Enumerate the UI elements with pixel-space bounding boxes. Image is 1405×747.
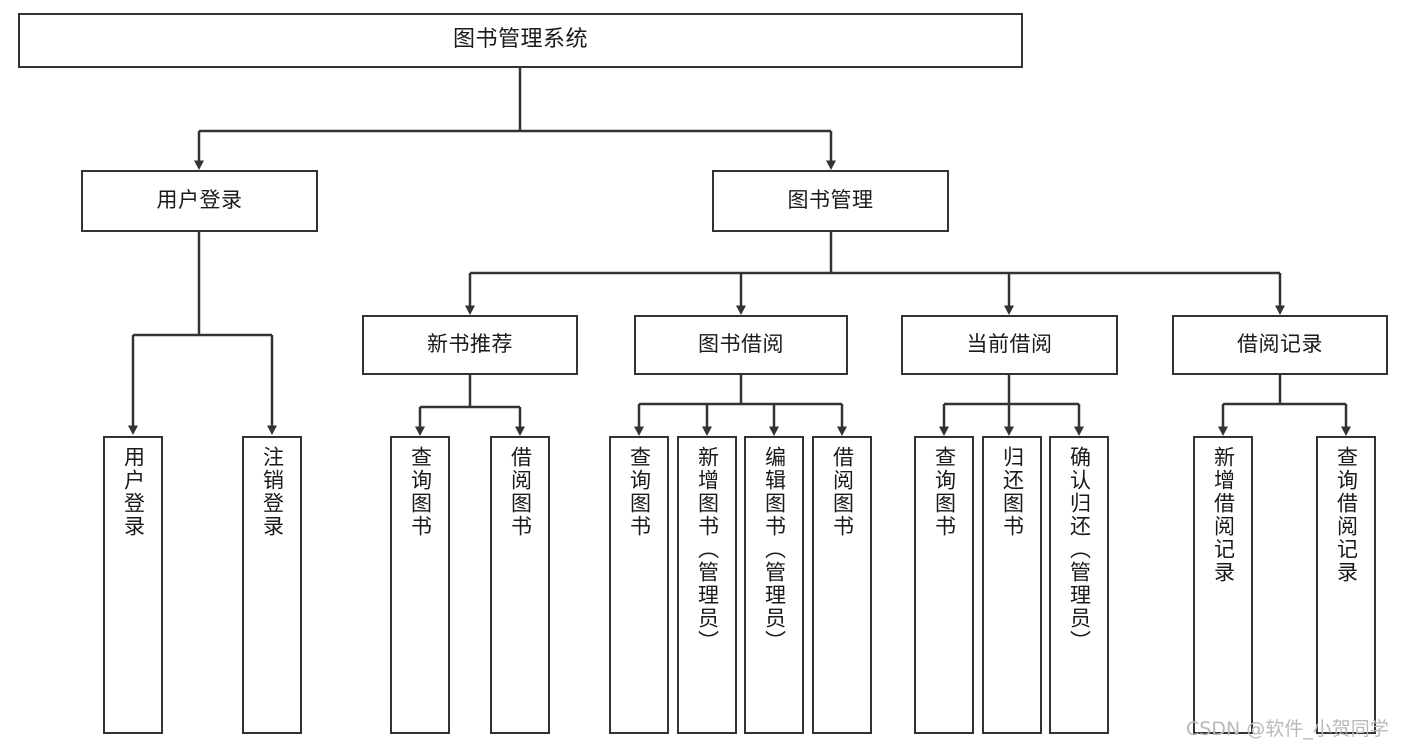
node-label: 图书借阅 — [698, 332, 784, 357]
node-label: 借阅图书 — [508, 446, 533, 538]
node-label: 图书管理 — [787, 188, 874, 213]
node-user-login[interactable]: 用户登录 — [81, 170, 318, 232]
node-label: 注销登录 — [260, 446, 285, 538]
node-new-book-recommendation[interactable]: 新书推荐 — [362, 315, 578, 375]
node-label: 用户登录 — [156, 188, 243, 213]
leaf-current-return-book[interactable]: 归还图书 — [982, 436, 1042, 734]
leaf-new-book-query-book[interactable]: 查询图书 — [390, 436, 450, 734]
node-current-borrowing[interactable]: 当前借阅 — [901, 315, 1118, 375]
leaf-borrow-edit-book-admin[interactable]: 编辑图书（管理员） — [744, 436, 804, 734]
leaf-borrow-lend-book[interactable]: 借阅图书 — [812, 436, 872, 734]
node-label: 查询图书 — [932, 446, 957, 538]
node-root-book-management-system[interactable]: 图书管理系统 — [18, 13, 1023, 68]
leaf-record-query-borrow-record[interactable]: 查询借阅记录 — [1316, 436, 1376, 734]
node-label: 新增图书（管理员） — [695, 446, 720, 653]
leaf-current-confirm-return-admin[interactable]: 确认归还（管理员） — [1049, 436, 1109, 734]
node-label: 借阅记录 — [1237, 332, 1323, 357]
node-label: 编辑图书（管理员） — [762, 446, 787, 653]
leaf-user-logout[interactable]: 注销登录 — [242, 436, 302, 734]
leaf-current-query-book[interactable]: 查询图书 — [914, 436, 974, 734]
node-label: 归还图书 — [1000, 446, 1025, 538]
node-label: 新增借阅记录 — [1211, 446, 1236, 584]
node-label: 借阅图书 — [830, 446, 855, 538]
node-book-management[interactable]: 图书管理 — [712, 170, 949, 232]
leaf-borrow-add-book-admin[interactable]: 新增图书（管理员） — [677, 436, 737, 734]
leaf-record-add-borrow-record[interactable]: 新增借阅记录 — [1193, 436, 1253, 734]
node-label: 查询借阅记录 — [1334, 446, 1359, 584]
leaf-user-login[interactable]: 用户登录 — [103, 436, 163, 734]
node-label: 当前借阅 — [966, 332, 1053, 357]
leaf-new-book-borrow-book[interactable]: 借阅图书 — [490, 436, 550, 734]
node-label: 查询图书 — [408, 446, 433, 538]
node-label: 图书管理系统 — [452, 27, 588, 53]
node-borrow-records[interactable]: 借阅记录 — [1172, 315, 1388, 375]
csdn-watermark: CSDN @软件_小贺同学 — [1186, 718, 1389, 740]
node-label: 查询图书 — [627, 446, 652, 538]
node-label: 新书推荐 — [427, 332, 513, 357]
node-label: 确认归还（管理员） — [1067, 446, 1092, 653]
node-label: 用户登录 — [121, 446, 146, 538]
leaf-borrow-query-book[interactable]: 查询图书 — [609, 436, 669, 734]
node-book-borrowing[interactable]: 图书借阅 — [634, 315, 848, 375]
